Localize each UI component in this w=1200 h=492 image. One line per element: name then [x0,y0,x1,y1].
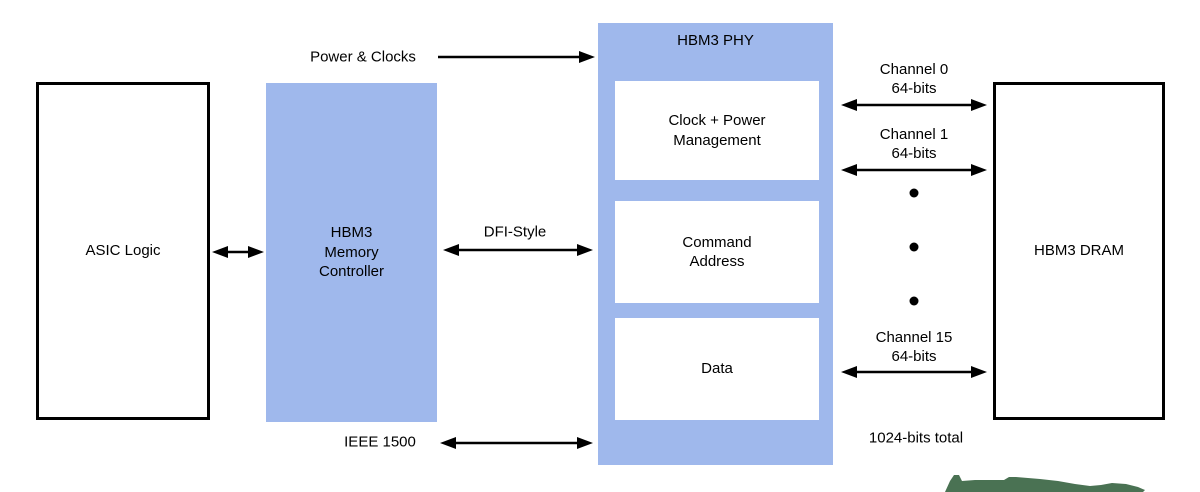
asic-logic-label: ASIC Logic [85,242,161,260]
asic-controller-arrow [212,246,264,258]
data-block-label: Data [701,360,733,378]
hbm3-dram-block: HBM3 DRAM [993,82,1165,420]
memory-controller-block: HBM3 Memory Controller [266,83,437,422]
asic-logic-block: ASIC Logic [36,82,210,420]
channel-1-arrow [841,164,987,176]
clock-power-management-label: Clock + Power Management [668,112,766,149]
channel-15-arrow [841,366,987,378]
ieee-1500-label: IEEE 1500 [344,433,416,451]
data-block: Data [615,318,819,420]
channel-ellipsis-dots [909,188,919,306]
ieee-1500-arrow [440,437,593,449]
channel-15-label: Channel 15 64-bits [875,328,953,365]
hbm3-phy-block: HBM3 PHY Clock + Power Management Comman… [598,23,833,465]
total-bits-label: 1024-bits total [868,429,964,447]
power-clocks-label: Power & Clocks [310,48,416,66]
channel-1-label: Channel 1 64-bits [879,125,949,162]
channel-0-arrow [841,99,987,111]
green-scribble-mark [945,475,1145,492]
power-clocks-arrow [438,51,595,63]
command-address-label: Command Address [682,233,752,271]
hbm3-phy-title: HBM3 PHY [677,32,754,49]
hbm3-dram-label: HBM3 DRAM [1033,242,1124,260]
memory-controller-label: HBM3 Memory Controller [318,224,385,281]
dfi-style-arrow [443,244,593,256]
dfi-style-label: DFI-Style [483,223,547,241]
command-address-block: Command Address [615,201,819,303]
clock-power-management-block: Clock + Power Management [615,81,819,180]
channel-0-label: Channel 0 64-bits [879,60,949,97]
